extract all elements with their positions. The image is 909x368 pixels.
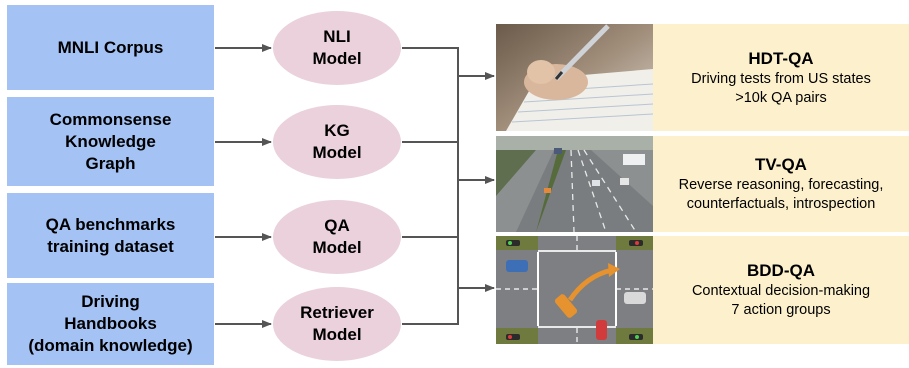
- model-kg: KG Model: [273, 105, 401, 179]
- dataset-title: TV-QA: [755, 155, 807, 174]
- model-qa: QA Model: [273, 200, 401, 274]
- dataset-bdd-qa: BDD-QA Contextual decision-making 7 acti…: [653, 236, 909, 344]
- dataset-title: HDT-QA: [748, 48, 814, 68]
- source-commonsense-kg: Commonsense Knowledge Graph: [7, 97, 214, 186]
- dataset-title: BDD-QA: [747, 261, 815, 280]
- dataset-hdt-qa: HDT-QA Driving tests from US states >10k…: [653, 24, 909, 131]
- dataset-description: counterfactuals, introspection: [686, 196, 876, 212]
- model-nli: NLI Model: [273, 11, 401, 85]
- source-qa-benchmarks: QA benchmarks training dataset: [7, 193, 214, 278]
- dataset-tv-qa: TV-QA Reverse reasoning, forecasting, co…: [653, 136, 909, 232]
- dataset-description: Contextual decision-making: [691, 283, 871, 299]
- dataset-description: >10k QA pairs: [735, 89, 827, 106]
- dataset-description: Driving tests from US states: [691, 70, 871, 87]
- dataset-description: 7 action groups: [731, 302, 831, 318]
- source-mnli-corpus: MNLI Corpus: [7, 5, 214, 90]
- source-driving-handbooks: Driving Handbooks (domain knowledge): [7, 283, 214, 365]
- dataset-description: Reverse reasoning, forecasting,: [678, 177, 884, 193]
- hand-writing-test-photo: [496, 24, 653, 131]
- model-retriever: Retriever Model: [273, 287, 401, 361]
- intersection-simulation-image: [496, 236, 653, 344]
- highway-traffic-photo: [496, 136, 653, 232]
